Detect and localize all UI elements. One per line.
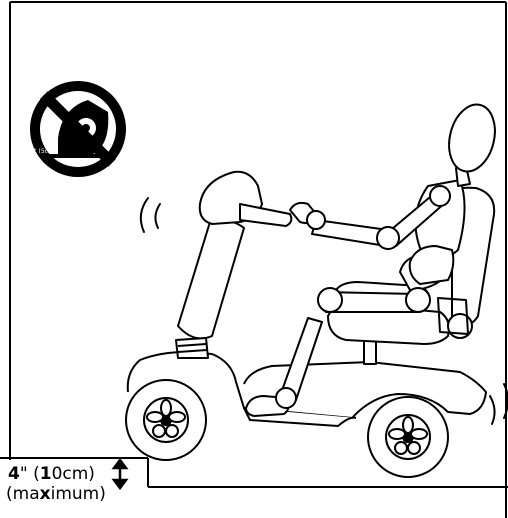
no-climb-sign-icon: 2" (5cm) [30, 81, 126, 177]
height-value-cm-1: 1 [40, 464, 52, 484]
warning-sign-text: 2" (5cm) [30, 148, 56, 155]
curb-height-label: 4" (10cm) [8, 465, 95, 484]
maximum-a: (ma [6, 484, 40, 504]
rear-wheel [368, 397, 448, 477]
maximum-label: (maximum) [6, 485, 106, 504]
height-value-inches: 4 [8, 464, 20, 484]
maximum-b: x [40, 484, 51, 504]
maximum-c: imum) [51, 484, 106, 504]
height-unit-cm: cm) [62, 464, 95, 484]
height-open: ( [28, 464, 40, 484]
height-value-cm-2: 0 [52, 464, 63, 484]
front-wheel [126, 380, 206, 460]
height-unit-inches: " [20, 464, 28, 484]
height-arrow-icon [114, 460, 126, 488]
